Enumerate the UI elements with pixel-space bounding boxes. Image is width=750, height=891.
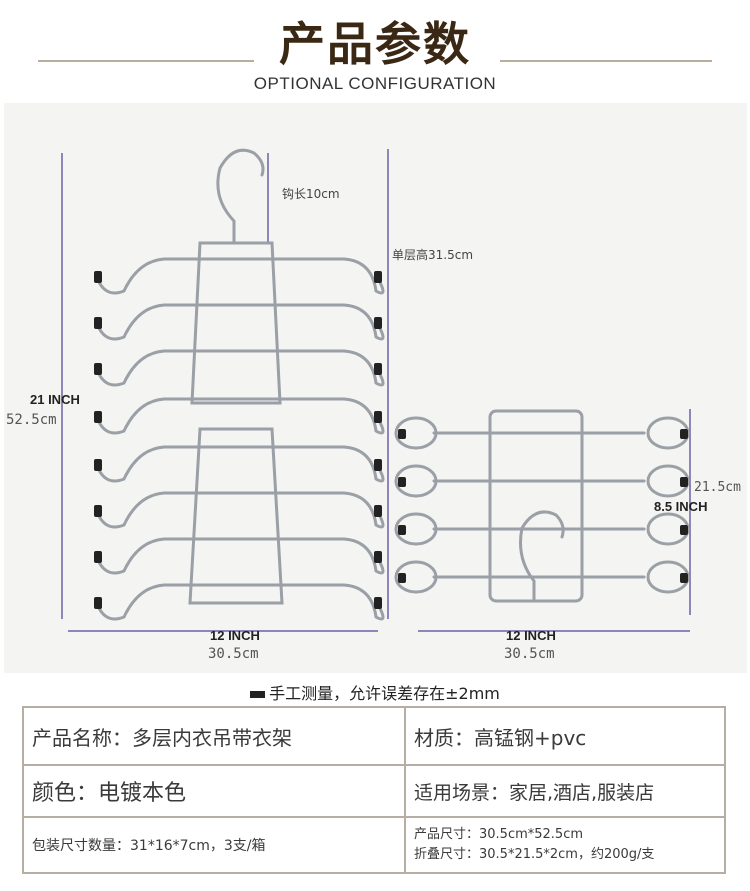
scene-cell: 适用场景：家居,酒店,服装店	[404, 764, 726, 818]
height-cm-label: 52.5cm	[6, 412, 57, 428]
page-subtitle: OPTIONAL CONFIGURATION	[253, 74, 497, 93]
spec-row: 产品名称：多层内衣吊带衣架 材质：高锰钢+pvc	[22, 706, 726, 766]
hanger-illustration	[61, 148, 691, 632]
page-header: 产品参数 OPTIONAL CONFIGURATION	[0, 0, 750, 100]
folded-height-inch-label: 8.5 INCH	[654, 499, 708, 514]
width-cm-label-left: 30.5cm	[208, 646, 259, 662]
folded-height-cm-label: 21.5cm	[694, 480, 741, 495]
width-inch-label-right: 12 INCH	[506, 628, 556, 643]
spec-row: 包装尺寸数量：31*16*7cm，3支/箱 产品尺寸：30.5cm*52.5cm…	[22, 816, 726, 874]
page-title: 产品参数	[279, 17, 471, 71]
folded-size-text: 折叠尺寸：30.5*21.5*2cm，约200g/支	[414, 847, 655, 862]
product-dimension-diagram: 钩长10cm 单层高31.5cm 21 INCH 52.5cm 12 INCH …	[4, 103, 747, 673]
height-inch-label: 21 INCH	[30, 392, 80, 407]
measurement-note-text: 手工测量，允许误差存在±2mm	[269, 684, 500, 703]
product-name-cell: 产品名称：多层内衣吊带衣架	[22, 706, 406, 766]
color-cell: 颜色：电镀本色	[22, 764, 406, 818]
spec-table: 产品名称：多层内衣吊带衣架 材质：高锰钢+pvc 颜色：电镀本色 适用场景：家居…	[22, 706, 726, 874]
header-rule-right	[500, 60, 712, 62]
measurement-note: 手工测量，允许误差存在±2mm	[0, 680, 750, 704]
product-size-text: 产品尺寸：30.5cm*52.5cm	[414, 827, 584, 842]
spec-row: 颜色：电镀本色 适用场景：家居,酒店,服装店	[22, 764, 726, 818]
layer-height-label: 单层高31.5cm	[392, 248, 474, 262]
hook-length-label: 钩长10cm	[282, 187, 340, 201]
material-cell: 材质：高锰钢+pvc	[404, 706, 726, 766]
note-bullet-icon	[250, 691, 266, 698]
header-rule-left	[38, 60, 254, 62]
width-cm-label-right: 30.5cm	[504, 646, 555, 662]
packing-cell: 包装尺寸数量：31*16*7cm，3支/箱	[22, 816, 406, 874]
size-cell: 产品尺寸：30.5cm*52.5cm 折叠尺寸：30.5*21.5*2cm，约2…	[404, 816, 726, 874]
width-inch-label-left: 12 INCH	[210, 628, 260, 643]
